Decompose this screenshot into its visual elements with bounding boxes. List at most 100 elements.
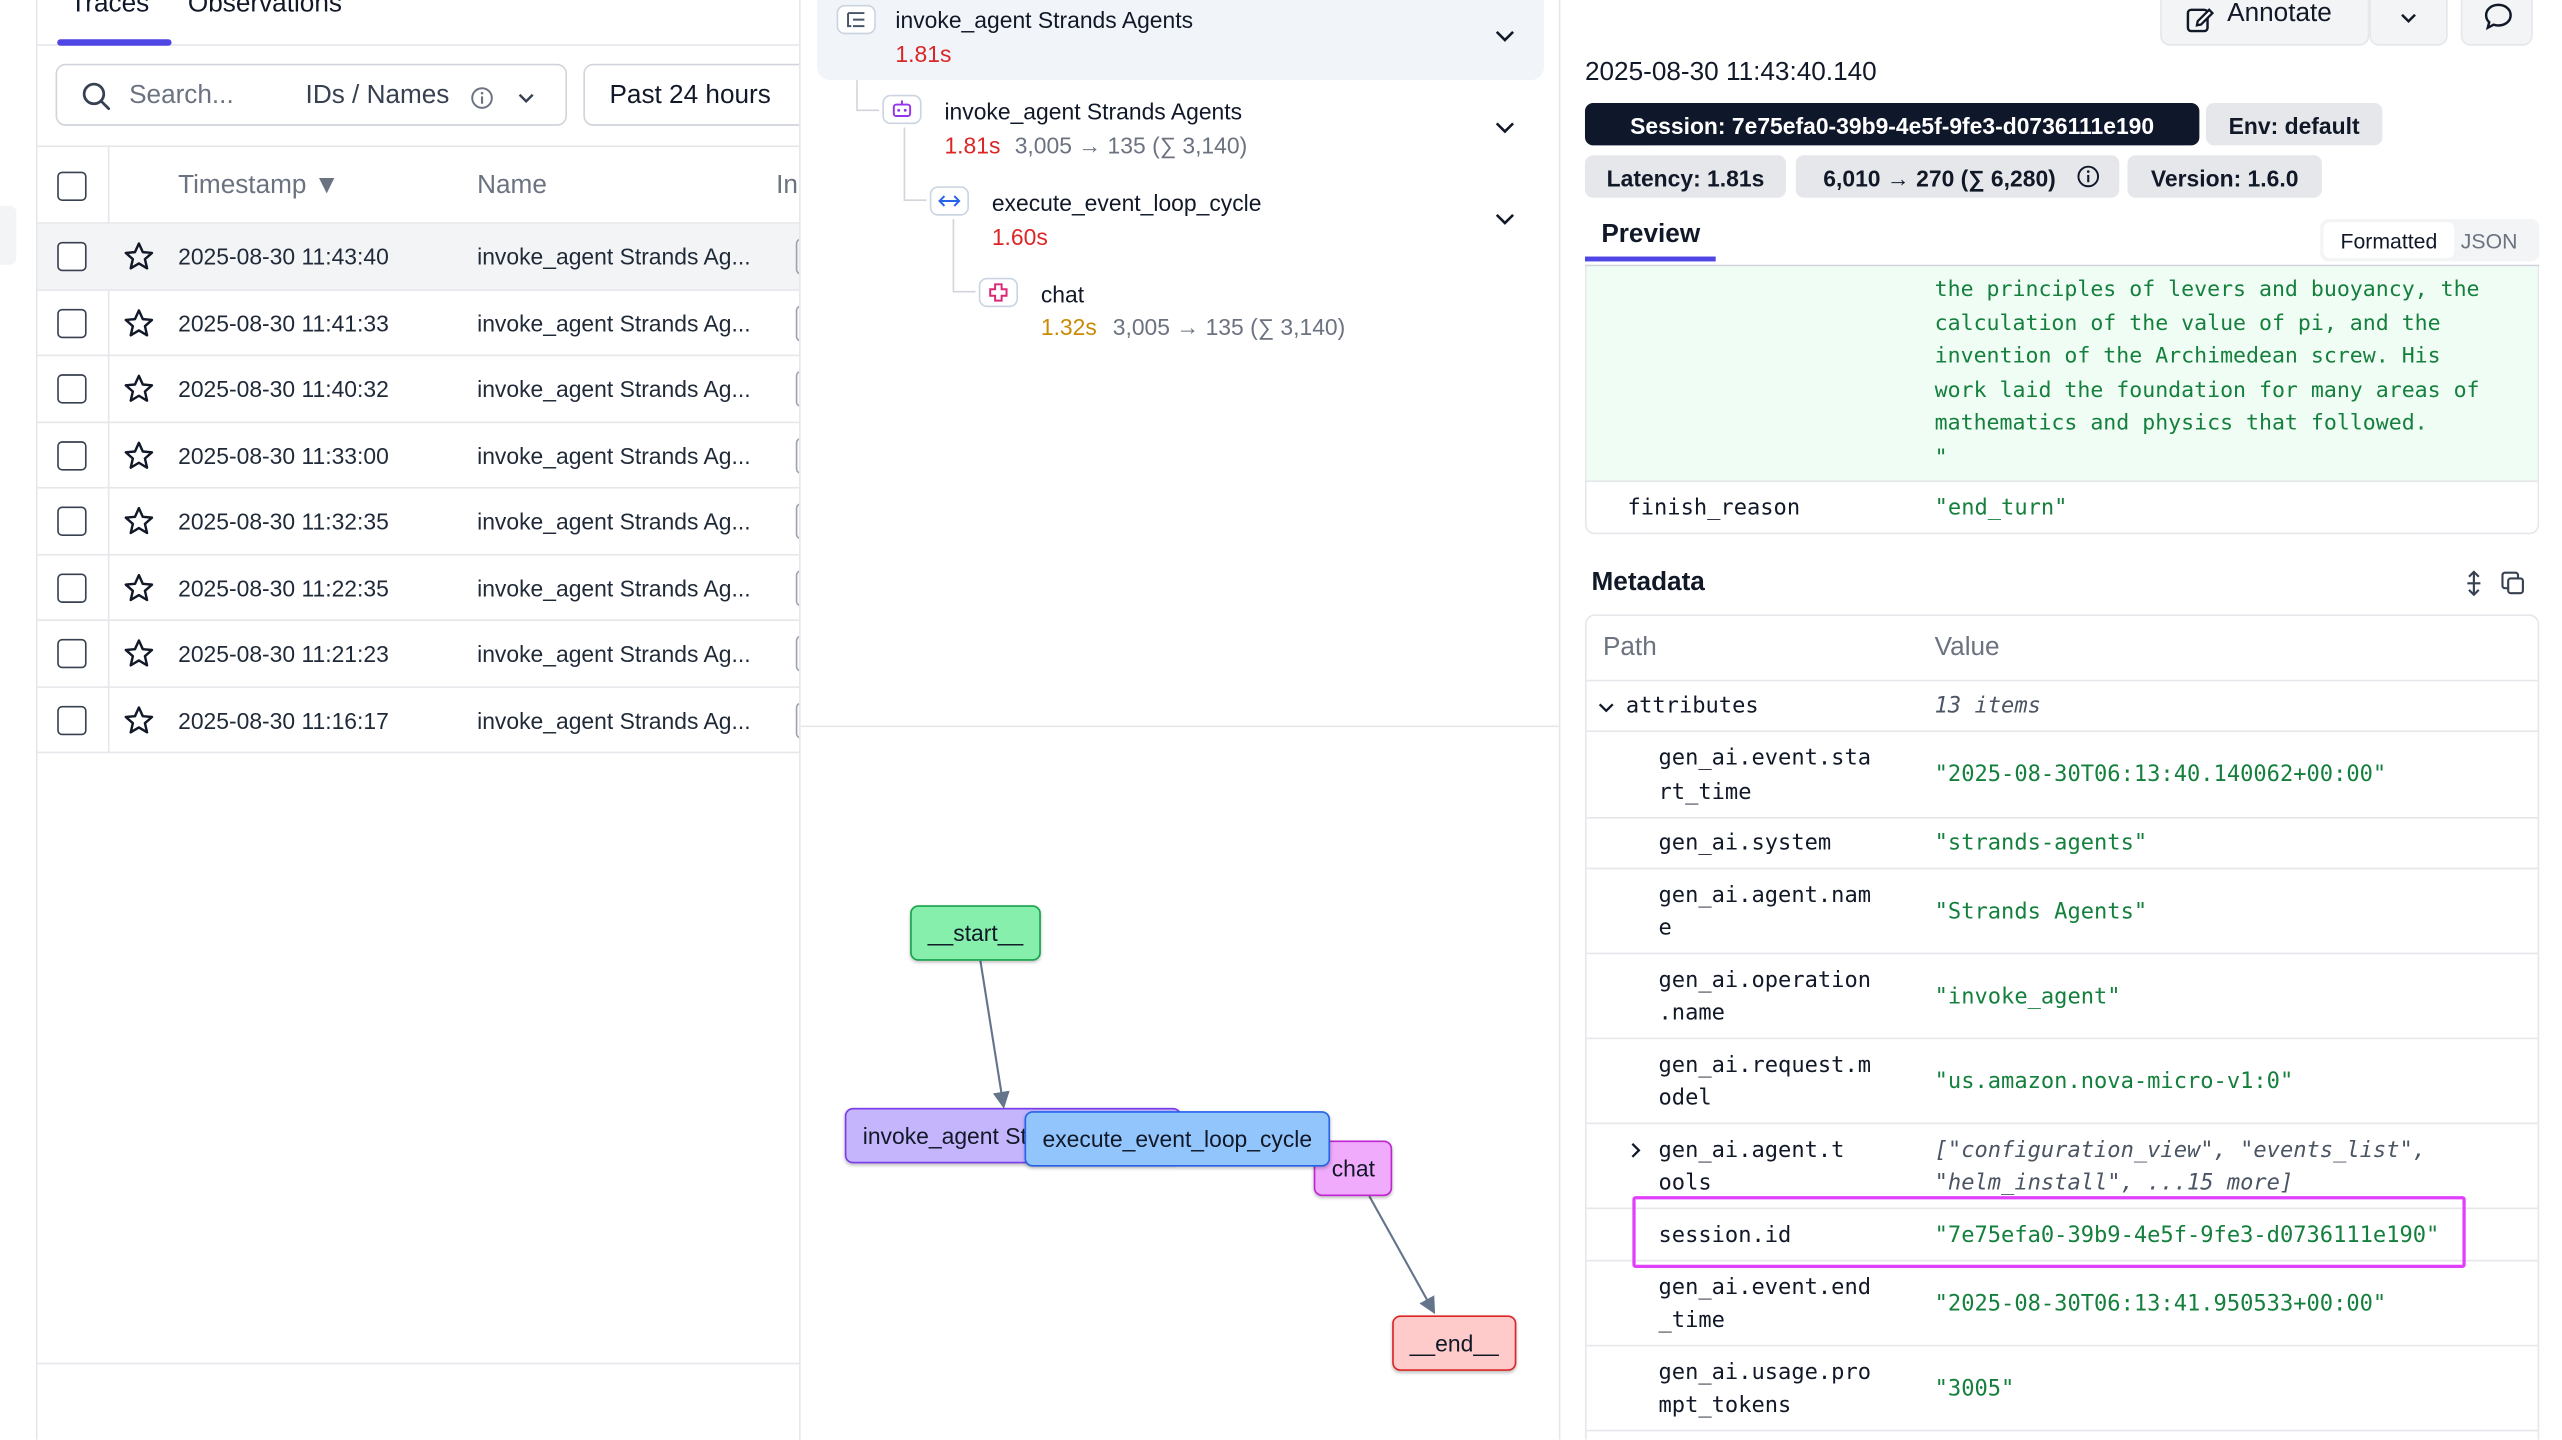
star-icon[interactable] bbox=[123, 637, 156, 670]
search-input[interactable]: Search... bbox=[129, 81, 234, 110]
info-icon bbox=[471, 87, 493, 109]
annotate-options-button[interactable] bbox=[2369, 0, 2448, 46]
metadata-key: session.id bbox=[1658, 1221, 1792, 1248]
metadata-table-header: Path Value bbox=[1586, 616, 2538, 682]
row-checkbox[interactable] bbox=[57, 572, 87, 603]
metadata-key: gen_ai.event.end _time bbox=[1658, 1273, 1872, 1334]
graph-node-execute-cycle[interactable]: execute_event_loop_cycle bbox=[1024, 1111, 1331, 1167]
metadata-row[interactable]: gen_ai.event.end _time "2025-08-30T06:13:… bbox=[1586, 1261, 2538, 1347]
row-checkbox[interactable] bbox=[57, 241, 87, 272]
time-range-selector[interactable]: Past 24 hours bbox=[583, 63, 800, 126]
row-checkbox[interactable] bbox=[57, 506, 87, 536]
select-all-checkbox[interactable] bbox=[57, 171, 87, 201]
chevron-down-icon[interactable] bbox=[1493, 25, 1516, 48]
tree-connector bbox=[903, 199, 927, 201]
chevron-down-icon[interactable] bbox=[1493, 208, 1516, 231]
chevron-down-icon[interactable] bbox=[1596, 698, 1616, 718]
metadata-row[interactable]: gen_ai.event.sta rt_time"2025-08-30T06:1… bbox=[1586, 732, 2538, 819]
tree-connector bbox=[952, 218, 955, 291]
tabs-divider bbox=[1584, 264, 2540, 267]
star-icon[interactable] bbox=[123, 306, 156, 339]
tree-connector bbox=[903, 127, 906, 200]
row-name: invoke_agent Strands Ag... bbox=[477, 309, 751, 336]
chat-span-title[interactable]: chat bbox=[1040, 281, 1085, 308]
graph-node-end[interactable]: __end__ bbox=[1392, 1315, 1517, 1371]
metadata-row[interactable]: gen_ai.request.m odel"us.amazon.nova-mic… bbox=[1586, 1039, 2538, 1125]
formatted-option[interactable]: Formatted bbox=[2323, 222, 2455, 259]
row-timestamp: 2025-08-30 11:21:23 bbox=[178, 640, 389, 667]
tokens-badge: 6,010 → 270 (∑ 6,280) bbox=[1795, 155, 2120, 198]
row-name: invoke_agent Strands Ag... bbox=[477, 640, 751, 667]
row-checkbox[interactable] bbox=[57, 374, 87, 404]
row-checkbox[interactable] bbox=[57, 638, 87, 669]
row-checkbox[interactable] bbox=[57, 440, 87, 470]
attributes-row[interactable]: attributes 13 items bbox=[1586, 681, 2538, 733]
row-checkbox[interactable] bbox=[57, 308, 87, 338]
tab-observations[interactable]: Observations bbox=[187, 0, 342, 18]
tab-preview[interactable]: Preview bbox=[1601, 220, 1701, 249]
agent-span-title[interactable]: invoke_agent Strands Agents bbox=[944, 98, 1243, 125]
column-input[interactable]: In bbox=[776, 171, 798, 200]
table-row[interactable]: 2025-08-30 11:21:23 invoke_agent Strands … bbox=[37, 621, 800, 688]
output-text: the principles of levers and buoyancy, t… bbox=[1934, 277, 2480, 470]
metadata-row[interactable]: session.id "7e75efa0-39b9-4e5f-9fe3-d0736… bbox=[1586, 1209, 2538, 1262]
session-badge[interactable]: Session: 7e75efa0-39b9-4e5f-9fe3-d073611… bbox=[1584, 102, 2200, 146]
star-icon[interactable] bbox=[123, 571, 156, 604]
metadata-key: gen_ai.system bbox=[1658, 830, 1832, 857]
cycle-span-title[interactable]: execute_event_loop_cycle bbox=[991, 189, 1262, 216]
chevron-down-icon[interactable] bbox=[1493, 116, 1516, 139]
star-icon[interactable] bbox=[123, 505, 156, 538]
row-input-preview bbox=[795, 437, 800, 474]
attributes-key: attributes bbox=[1625, 692, 1759, 719]
row-checkbox[interactable] bbox=[57, 705, 87, 735]
metadata-row[interactable]: gen_ai.operation .name"invoke_agent" bbox=[1586, 954, 2538, 1040]
comments-button[interactable] bbox=[2460, 0, 2533, 46]
id-names-selector[interactable]: IDs / Names bbox=[305, 81, 450, 110]
star-icon[interactable] bbox=[123, 439, 156, 472]
annotate-button[interactable]: Annotate bbox=[2160, 0, 2370, 46]
outer-sidebar-strip bbox=[0, 0, 36, 1440]
metadata-row[interactable]: gen_ai.usage.pro mpt_tokens"3005" bbox=[1586, 1346, 2538, 1432]
row-name: invoke_agent Strands Ag... bbox=[477, 441, 751, 469]
metadata-row[interactable]: gen_ai.agent.t ools["configuration_view"… bbox=[1586, 1124, 2538, 1210]
column-timestamp[interactable]: Timestamp ▼ bbox=[178, 171, 340, 200]
root-span-title[interactable]: invoke_agent Strands Agents bbox=[895, 6, 1194, 33]
tab-active-indicator bbox=[1584, 256, 1716, 262]
metadata-row[interactable]: gen_ai.system"strands-agents" bbox=[1586, 819, 2538, 870]
json-option[interactable]: JSON bbox=[2460, 228, 2518, 254]
copy-icon[interactable] bbox=[2500, 570, 2526, 596]
row-timestamp: 2025-08-30 11:43:40 bbox=[178, 243, 389, 270]
metadata-value: "7e75efa0-39b9-4e5f-9fe3-d0736111e190" bbox=[1934, 1221, 2440, 1248]
row-timestamp: 2025-08-30 11:32:35 bbox=[178, 508, 389, 535]
tree-connector bbox=[856, 80, 858, 110]
graph-divider bbox=[800, 725, 1559, 728]
chevron-right-icon[interactable] bbox=[1626, 1140, 1646, 1160]
chat-span-tokens: 3,005 → 135 (∑ 3,140) bbox=[1112, 313, 1346, 340]
format-toggle: Formatted JSON bbox=[2320, 218, 2540, 262]
search-box[interactable]: Search... IDs / Names bbox=[55, 63, 567, 126]
graph-node-start[interactable]: __start__ bbox=[910, 905, 1041, 961]
chevron-down-icon[interactable] bbox=[515, 87, 538, 110]
metadata-value: "2025-08-30T06:13:41.950533+00:00" bbox=[1934, 1290, 2387, 1317]
row-divider bbox=[1586, 480, 2538, 483]
star-icon[interactable] bbox=[123, 240, 156, 273]
column-name[interactable]: Name bbox=[477, 171, 547, 200]
session-id-highlight bbox=[1632, 1196, 2466, 1268]
metadata-row[interactable]: gen_ai.agent.nam e"Strands Agents" bbox=[1586, 869, 2538, 955]
star-icon[interactable] bbox=[123, 703, 156, 736]
expand-icon[interactable] bbox=[2461, 570, 2487, 597]
metadata-key: gen_ai.usage.pro mpt_tokens bbox=[1658, 1358, 1872, 1419]
arrows-horizontal-icon bbox=[929, 186, 969, 216]
star-icon[interactable] bbox=[123, 373, 156, 406]
metadata-value: "invoke_agent" bbox=[1934, 983, 2121, 1010]
tab-traces[interactable]: Traces bbox=[70, 0, 150, 18]
chevron-down-icon bbox=[2401, 13, 2416, 23]
tree-node-root[interactable] bbox=[817, 0, 1545, 81]
